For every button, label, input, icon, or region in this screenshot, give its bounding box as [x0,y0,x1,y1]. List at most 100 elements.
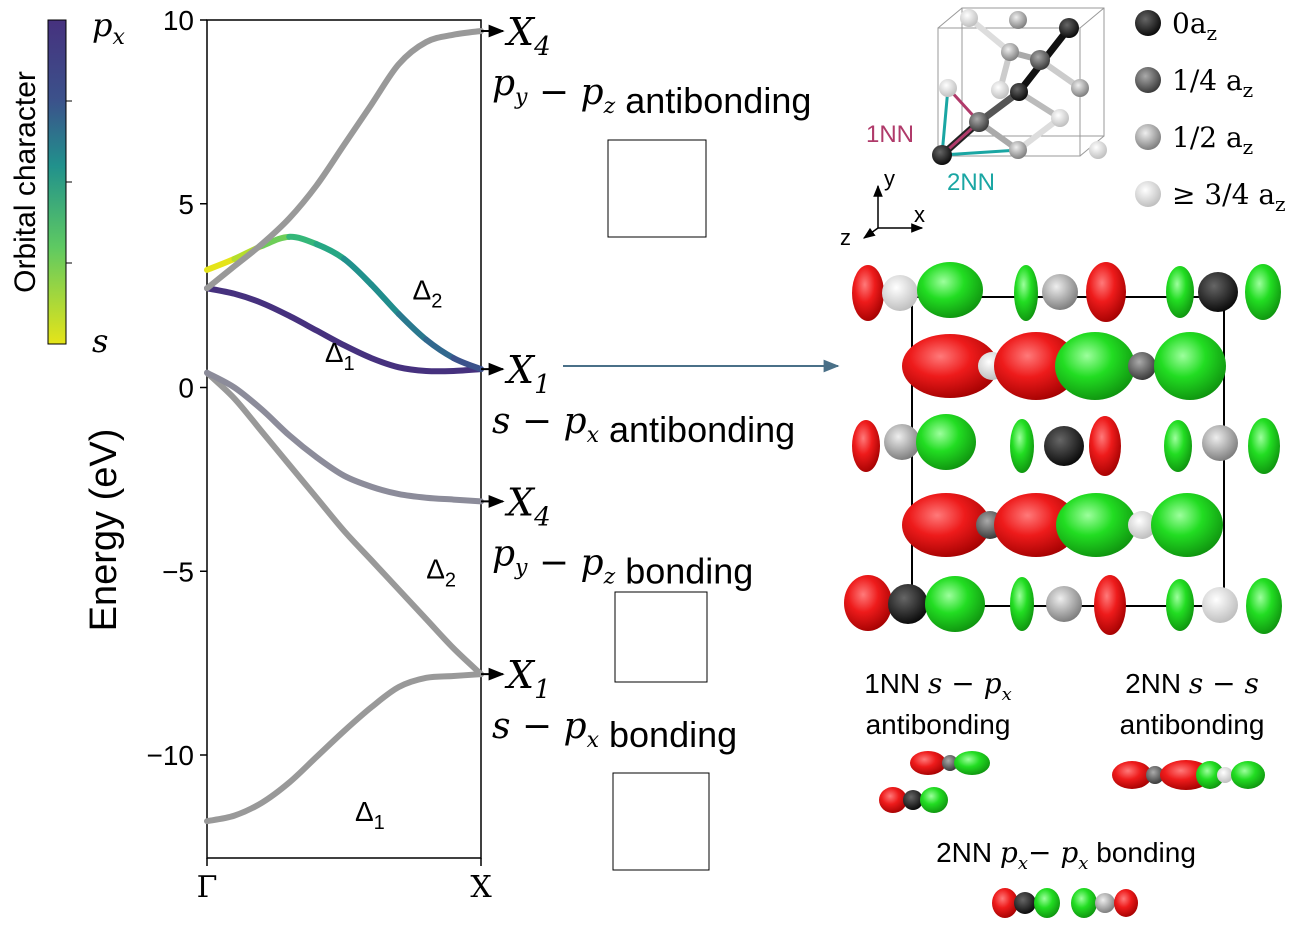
nn2-bond-label-line2: antibonding [1120,709,1265,740]
bond-type-labels: 1NN s − px antibonding 2NN s − s antibon… [864,667,1264,874]
x-tick-label: Γ [197,870,218,905]
atom [1128,352,1156,380]
legend-label: 0az [1172,7,1217,45]
band-line-6 [204,28,484,292]
y-axis-ticks: 10 5 0 −5 −10 [147,5,207,771]
orbital-lobe [1014,265,1038,321]
band-segment [341,255,375,288]
nn1-bond-label: 1NN s − px [864,667,1012,705]
legend-label: 1/2 az [1172,121,1253,159]
orbital-lobe [1056,493,1136,557]
bonds [938,15,1083,159]
colorbar-ticks [66,100,72,264]
band-line-3 [204,369,484,505]
atom [888,584,928,624]
atom [1202,587,1238,623]
atoms [932,9,1107,165]
y-tick-label: −5 [162,556,194,587]
y-tick-label: 0 [178,373,194,404]
orbital-sketch-nn1 [879,751,990,813]
atom [882,275,918,311]
axis-x-label: x [914,202,925,227]
x-point-description: s − px bonding [492,706,737,755]
band-label: Δ2 [426,554,456,592]
orbital-image-x4-antibonding [607,139,707,238]
nn2-label: 2NN [947,169,995,196]
x-point-description: py − pz antibonding [492,63,811,121]
atom [1198,272,1238,312]
atom [1042,274,1078,310]
axis-z-label: z [840,225,851,250]
band-segment [313,241,347,262]
y-axis-label: Energy (eV) [83,429,125,632]
orbital-lobe [1164,420,1192,472]
atom [1202,425,1238,461]
band-segment [423,336,457,362]
orbital-lobe [994,332,1078,400]
orbital-lobe [1166,579,1194,631]
atom [1128,511,1156,539]
y-tick-label: 5 [178,189,194,220]
y-tick-label: 10 [163,5,194,36]
band-line-4 [204,285,484,375]
orbital-lobe [902,334,998,398]
orbital-image-x4-bonding [614,591,708,683]
orbital-lobe [1166,266,1194,318]
orbital-lobe [916,414,976,470]
x-point-description: py − pz bonding [492,533,753,591]
orbital-lobe [852,265,884,321]
orbital-lobe [994,493,1078,557]
colorbar-gradient [47,19,67,345]
band-label: Δ2 [413,274,443,312]
orbital-image-x1-bonding [612,772,710,871]
nn1-bond-label-line2: antibonding [866,709,1011,740]
colorbar-bottom-label: s [92,322,108,360]
orbital-lobe [1246,578,1282,634]
orbital-map-x1-antibonding [844,262,1282,635]
band-label: Δ1 [325,337,355,375]
band-segment [450,355,484,373]
axis-y-label: y [884,166,895,191]
band-lines [204,28,484,825]
orbital-lobe [844,575,892,631]
orbital-lobe [1010,419,1034,473]
legend-atom-icon [1135,181,1161,207]
band-line-2 [204,369,484,678]
orbital-lobe [1086,262,1126,322]
orbital-lobe [1010,577,1034,631]
orbital-lobe [925,576,985,632]
nn1-label: 1NN [866,121,914,148]
orbital-sketch-nn2 [1112,760,1265,790]
orbital-lobe [852,420,880,472]
colorbar: Orbital character px s [9,6,125,360]
legend-label: 1/4 az [1172,64,1253,102]
x-point-label: X1 [504,653,551,705]
orbital-lobe [1245,264,1281,320]
orbital-sketch-pp [992,888,1138,918]
axes-triad [863,184,924,239]
legend-atom-icon [1135,10,1161,36]
nn2-bond-label: 2NN s − s [1125,667,1259,700]
x-point-label: X4 [504,10,551,62]
x-point-description: s − px antibonding [492,401,795,450]
band-line-5 [204,233,484,373]
pp-bond-label: 2NN px− px bonding [936,836,1196,874]
y-tick-label: −10 [147,740,195,771]
band-segment [286,233,320,248]
legend-atom-icon [1135,124,1161,150]
band-label: Δ1 [355,796,385,834]
atom [884,424,920,460]
legend-atom-icon [1135,67,1161,93]
orbital-lobe [902,493,990,557]
band-segment [368,281,402,317]
orbital-lobe [1151,493,1223,557]
colorbar-label: Orbital character [9,71,42,293]
x-point-label: X4 [504,480,551,532]
atom [1046,586,1082,622]
